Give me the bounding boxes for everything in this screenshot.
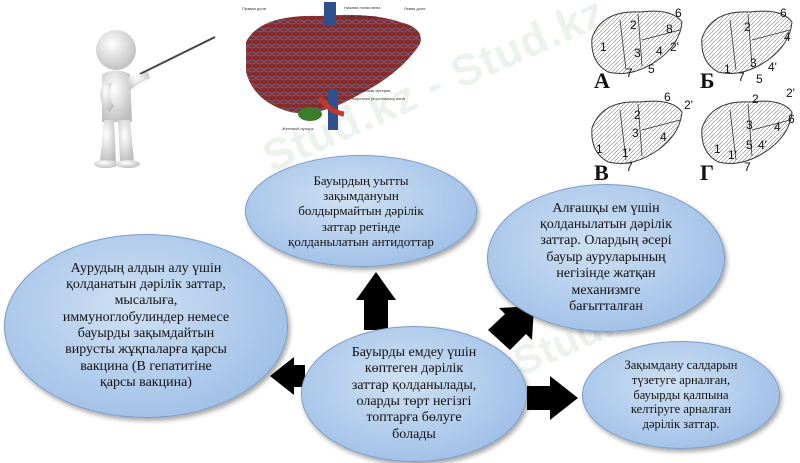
segB-num-4p: 4' bbox=[768, 60, 777, 74]
segV-num-6: 6 bbox=[664, 90, 671, 104]
liver-label-6: Желчный пузырь bbox=[282, 126, 314, 131]
panel-letter-A: А bbox=[594, 68, 610, 93]
liver-label-0: Правая доля bbox=[242, 6, 266, 11]
liver-segment-diagrams bbox=[591, 10, 793, 164]
segB-num-4: 4 bbox=[784, 30, 791, 44]
liver-label-3: Левая доля bbox=[404, 6, 426, 11]
segB-num-6: 6 bbox=[780, 6, 787, 20]
segG-num-2: 2 bbox=[752, 92, 759, 106]
segV-num-4: 4 bbox=[660, 130, 667, 144]
segA-num-8: 8 bbox=[666, 22, 673, 36]
segG-num-5: 5 bbox=[746, 138, 753, 152]
segV-num-2p: 2' bbox=[684, 98, 693, 112]
segA-num-6: 6 bbox=[675, 6, 682, 20]
segA-num-2p: 2' bbox=[670, 40, 679, 54]
segA-num-2: 2 bbox=[630, 18, 637, 32]
liver-illustration bbox=[246, 2, 421, 130]
arrow-up bbox=[356, 272, 396, 330]
presenter-figure-icon bbox=[94, 30, 216, 168]
liver-label-4: Печеночная артерия bbox=[352, 88, 391, 93]
segV-num-2: 2 bbox=[634, 108, 641, 122]
segA-num-7: 7 bbox=[626, 66, 633, 80]
segB-num-5: 5 bbox=[756, 72, 763, 86]
segB-num-2: 2 bbox=[744, 20, 751, 34]
segV-num-3: 3 bbox=[632, 126, 639, 140]
segB-num-3: 3 bbox=[750, 56, 757, 70]
segG-num-4p: 4' bbox=[758, 138, 767, 152]
segB-num-1: 1 bbox=[724, 62, 731, 76]
segG-num-4: 4 bbox=[774, 120, 781, 134]
arrow-right bbox=[527, 376, 578, 420]
segV-num-7: 7 bbox=[626, 160, 633, 174]
panel-letter-B: Б bbox=[700, 68, 715, 93]
segV-num-1p: 1' bbox=[622, 146, 631, 160]
segB-num-7: 7 bbox=[738, 70, 745, 84]
liver-label-2: Печеночные вены bbox=[344, 14, 378, 19]
arrow-upper-right bbox=[488, 306, 534, 350]
arrow-left bbox=[270, 357, 305, 395]
segG-num-1: 1 bbox=[714, 142, 721, 156]
segA-num-1: 1 bbox=[600, 40, 607, 54]
liver-label-1: Нижняя полая вена bbox=[344, 5, 381, 10]
segG-num-2p: 2' bbox=[786, 86, 795, 100]
panel-letter-V: В bbox=[594, 160, 609, 185]
segV-num-1: 1 bbox=[596, 142, 603, 156]
segG-num-1p: 1' bbox=[728, 148, 737, 162]
segG-num-6: 6 bbox=[788, 112, 795, 126]
segA-num-4: 4 bbox=[656, 44, 663, 58]
segG-num-7: 7 bbox=[744, 160, 751, 174]
segA-num-5: 5 bbox=[648, 62, 655, 76]
liver-label-5: Воротная (портальная) вена bbox=[352, 96, 405, 101]
panel-letter-G: Г bbox=[700, 160, 714, 185]
segG-num-3: 3 bbox=[746, 118, 753, 132]
segA-num-3: 3 bbox=[634, 46, 641, 60]
